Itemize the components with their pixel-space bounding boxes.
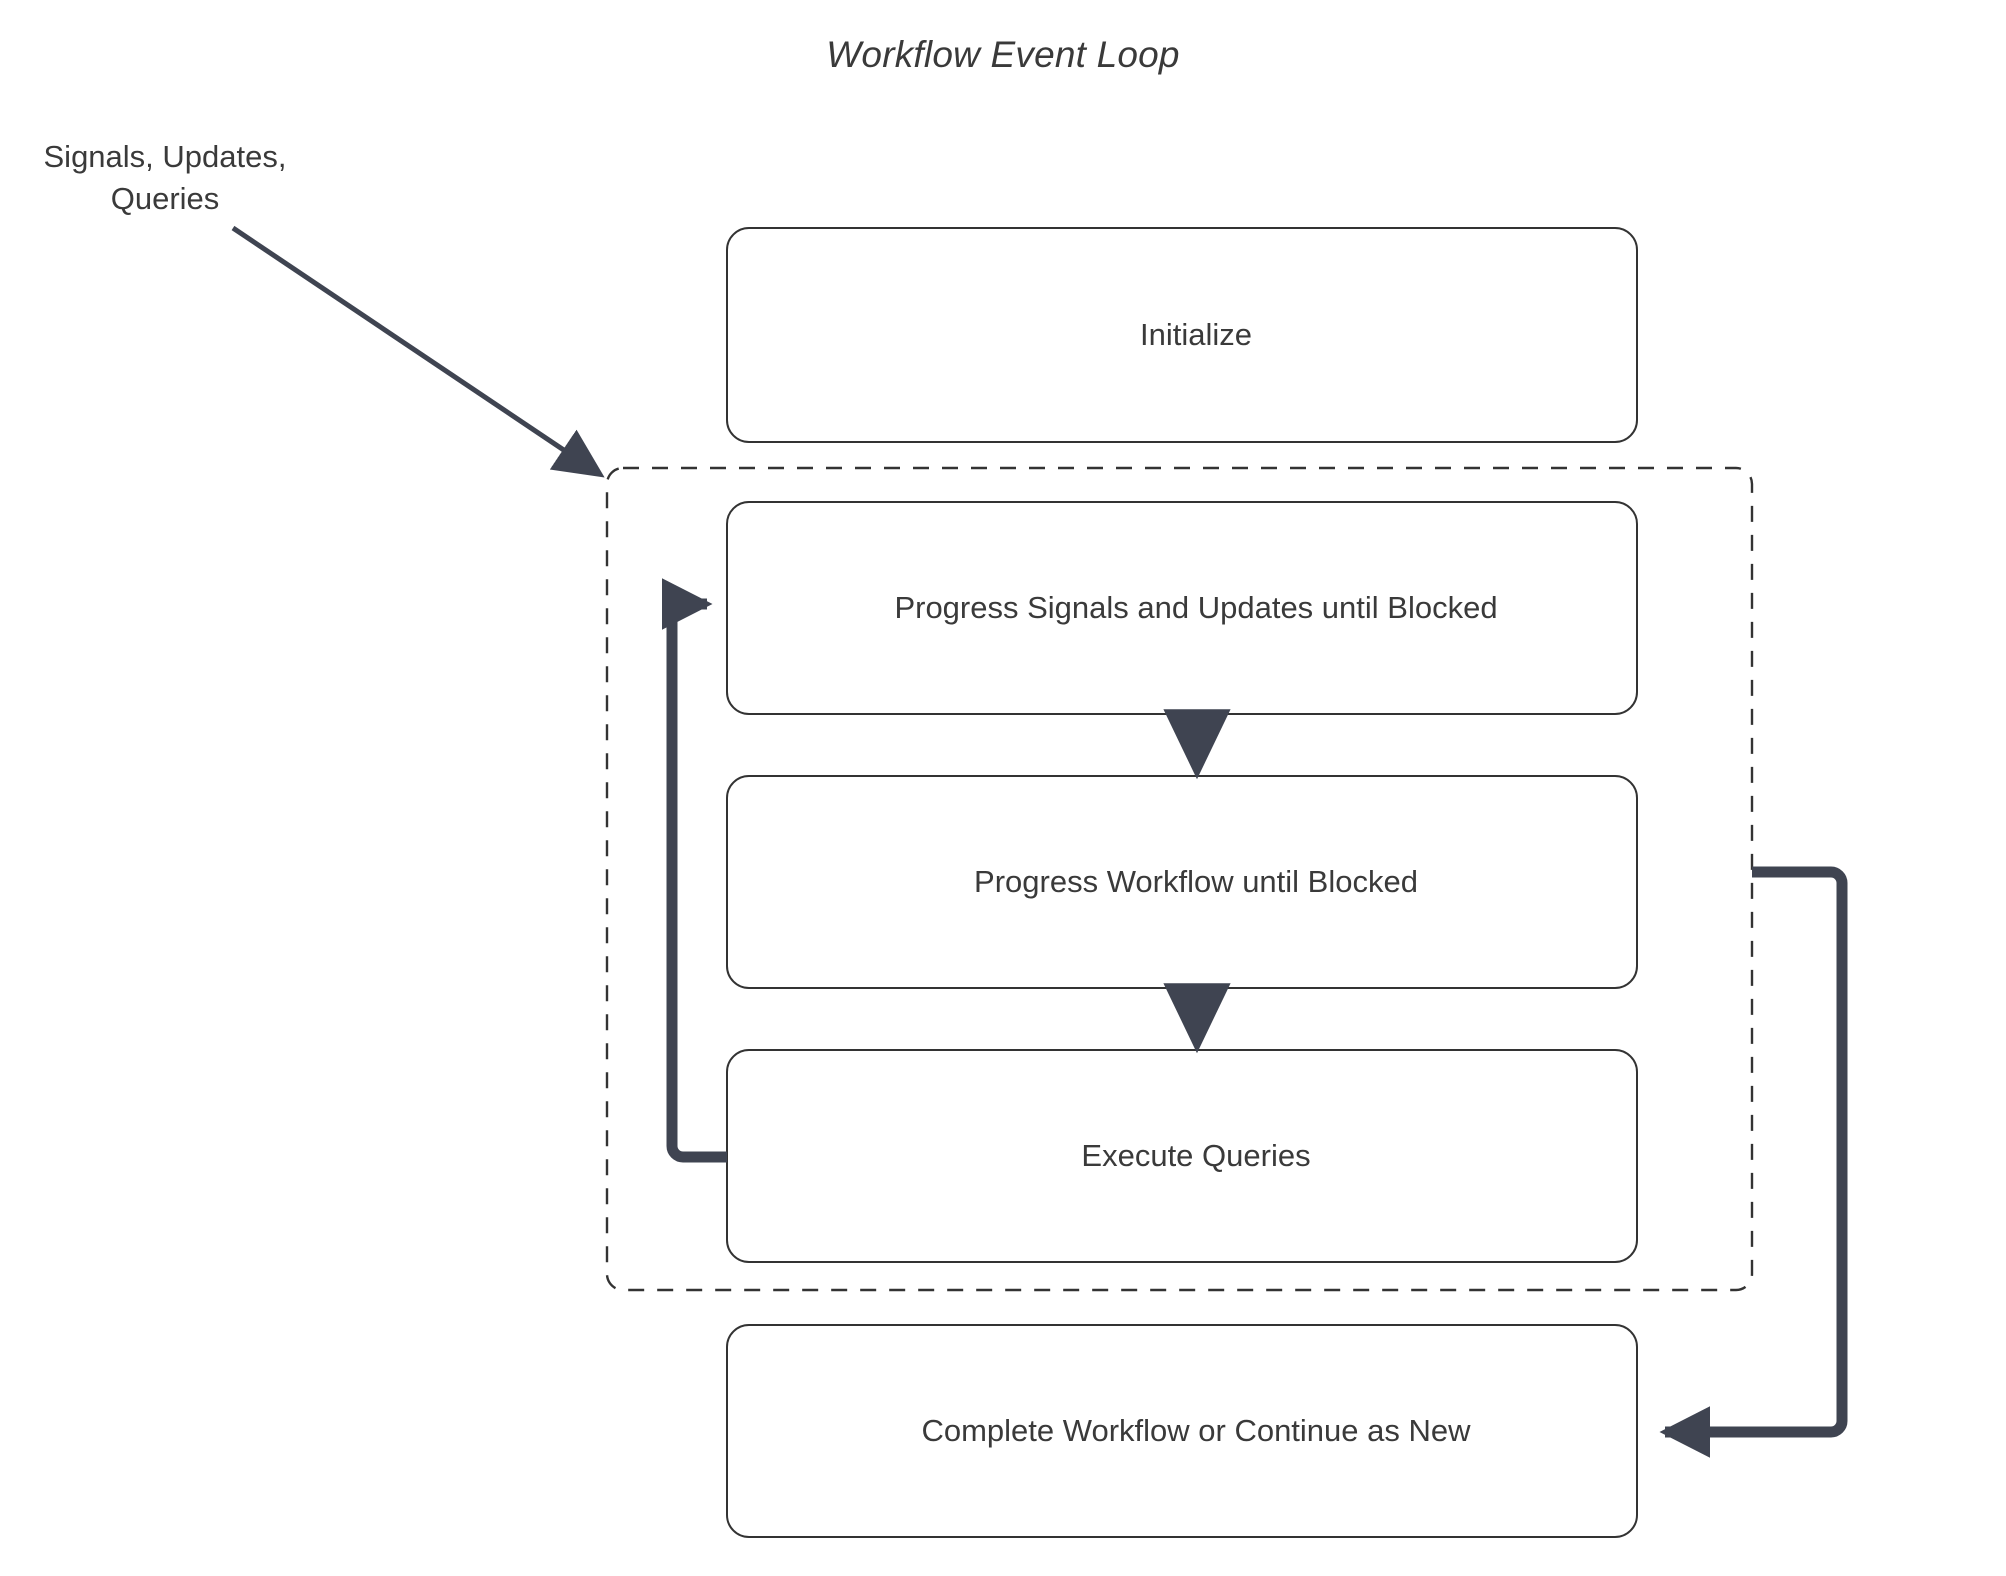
event-loop-group <box>605 466 1754 1292</box>
node-complete-workflow[interactable] <box>726 1324 1638 1538</box>
edge-input-to-loop <box>231 225 605 478</box>
edge-queries-to-signals <box>661 578 727 1163</box>
node-label-progress-signals: Progress Signals and Updates until Block… <box>894 590 1498 625</box>
external-input-label: Signals, Updates, Queries <box>20 136 310 220</box>
node-initialize[interactable] <box>726 227 1638 443</box>
external-input-label-line1: Signals, Updates, <box>43 139 287 174</box>
node-label-progress-workflow: Progress Workflow until Blocked <box>974 864 1418 899</box>
page-title: Workflow Event Loop <box>826 34 1180 75</box>
node-label-initialize: Initialize <box>1140 317 1252 352</box>
node-label-complete-workflow: Complete Workflow or Continue as New <box>921 1413 1471 1448</box>
edge-loop-to-complete <box>1659 866 1848 1458</box>
node-label-execute-queries: Execute Queries <box>1081 1138 1311 1173</box>
external-input-label-line2: Queries <box>110 181 220 216</box>
